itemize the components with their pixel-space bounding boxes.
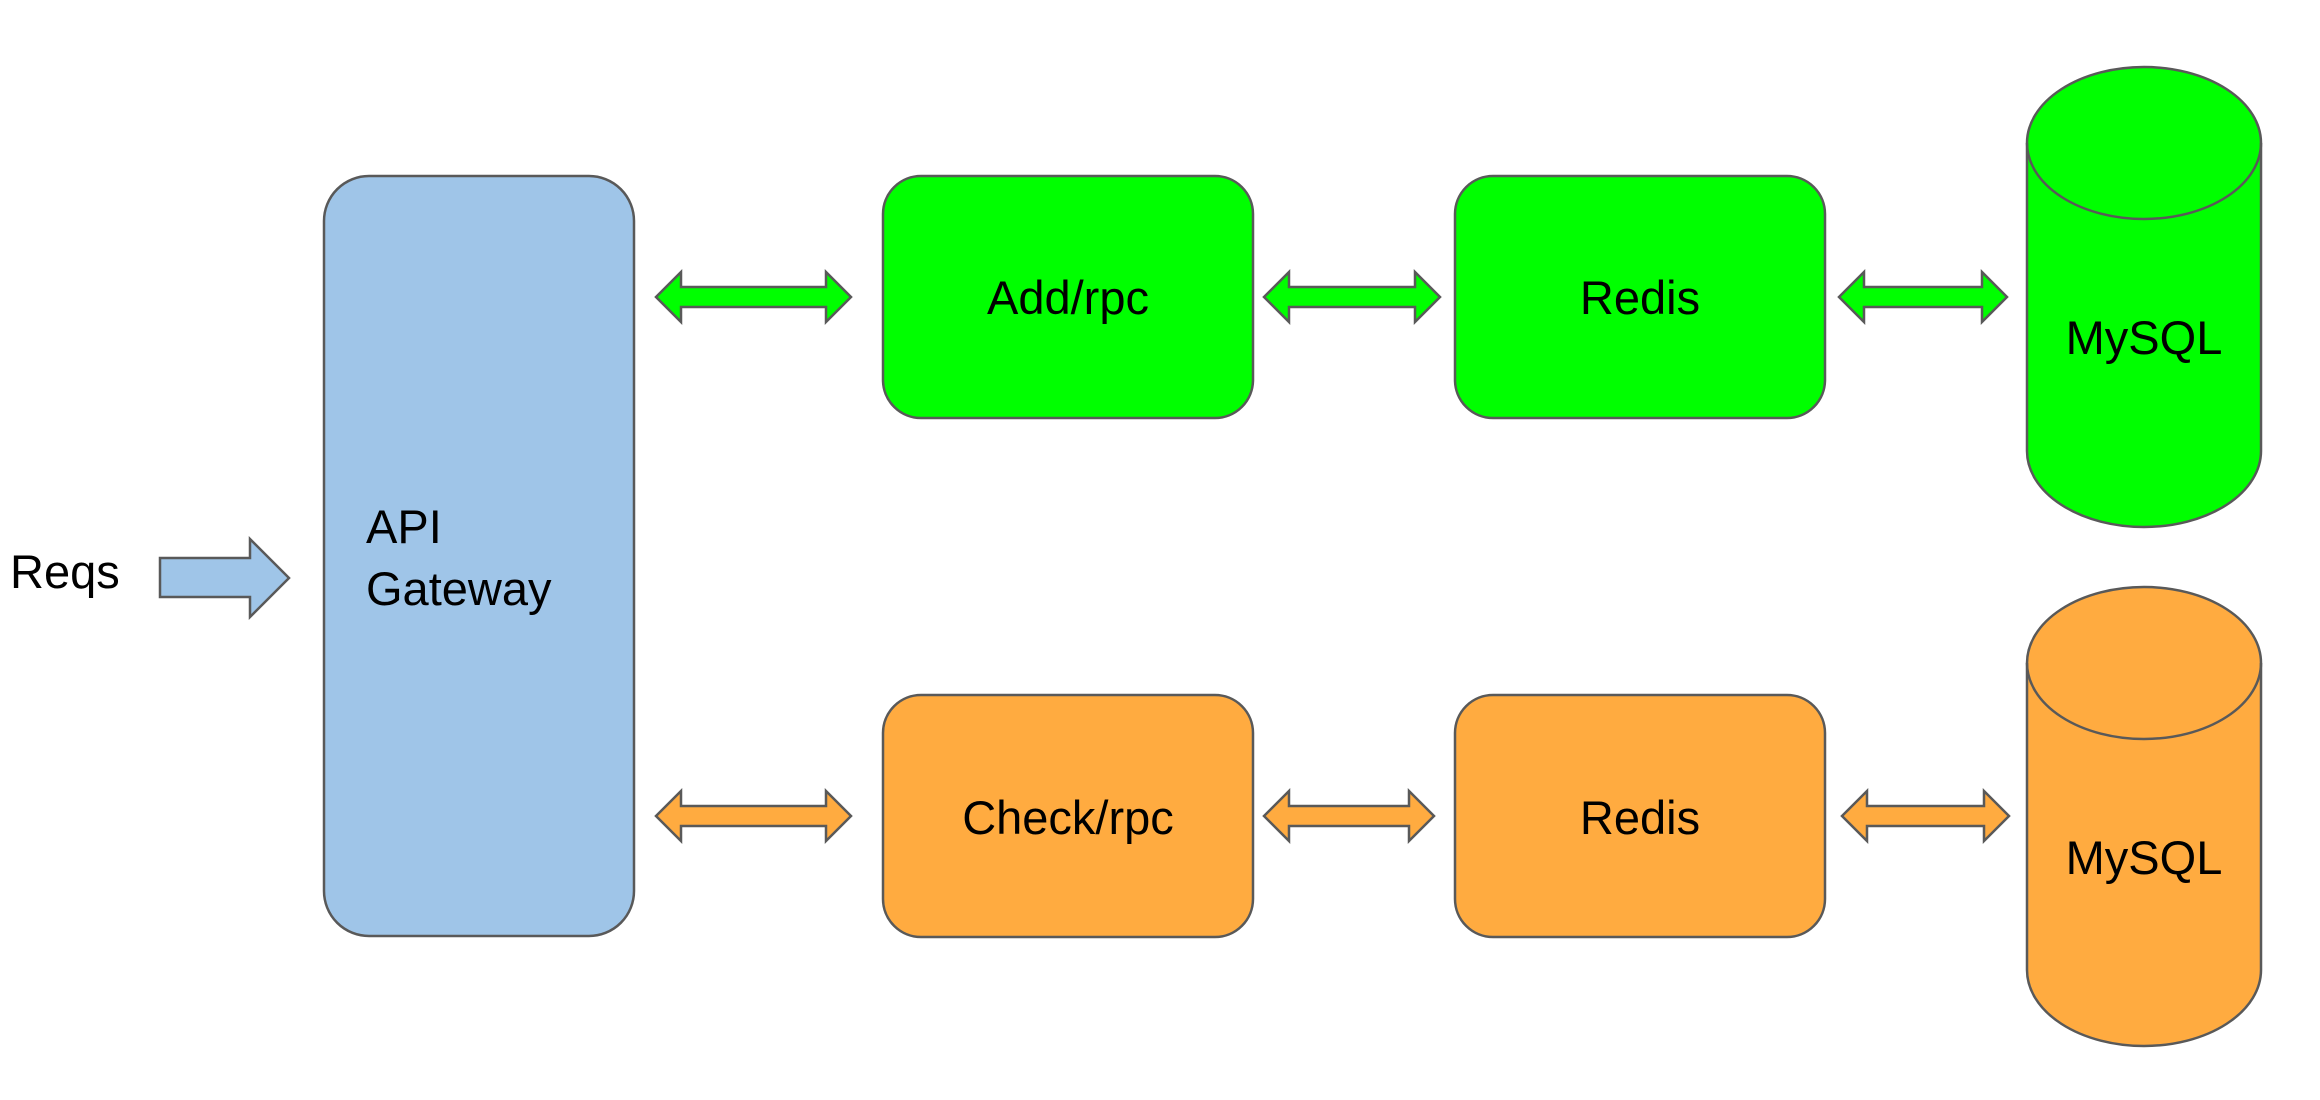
check-mysql-body [2025, 585, 2263, 1048]
requests-label: Reqs [10, 545, 120, 598]
add-rpc-box [881, 174, 1255, 420]
check-redis-arrow [1262, 787, 1436, 845]
gateway-add-arrow [654, 268, 853, 326]
api-gateway-label-line1: API [366, 500, 442, 553]
api-gateway-label-line2: Gateway [366, 562, 552, 615]
check-redis-label: Redis [1580, 791, 1700, 844]
add-mysql-label: MySQL [2066, 311, 2223, 364]
check-mysql-label: MySQL [2066, 831, 2223, 884]
check-mysql-cylinder [2025, 585, 2263, 1048]
add-redis-label: Redis [1580, 271, 1700, 324]
add-mysql-body [2025, 65, 2263, 529]
check-mysql-top-rim [2025, 662, 2263, 741]
check-rpc-label: Check/rpc [962, 791, 1174, 844]
add-mysql-cylinder [2025, 65, 2263, 529]
add-redis-box [1453, 174, 1827, 420]
api-gateway-box [322, 174, 636, 938]
add-mysql-arrow [1837, 268, 2009, 326]
check-rpc-box [881, 693, 1255, 939]
check-redis-box [1453, 693, 1827, 939]
gateway-check-arrow [654, 787, 853, 845]
check-mysql-arrow [1840, 787, 2011, 845]
add-rpc-label: Add/rpc [987, 271, 1149, 324]
add-mysql-top-rim [2025, 142, 2263, 221]
add-redis-arrow [1262, 268, 1442, 326]
requests-arrow [158, 535, 291, 621]
